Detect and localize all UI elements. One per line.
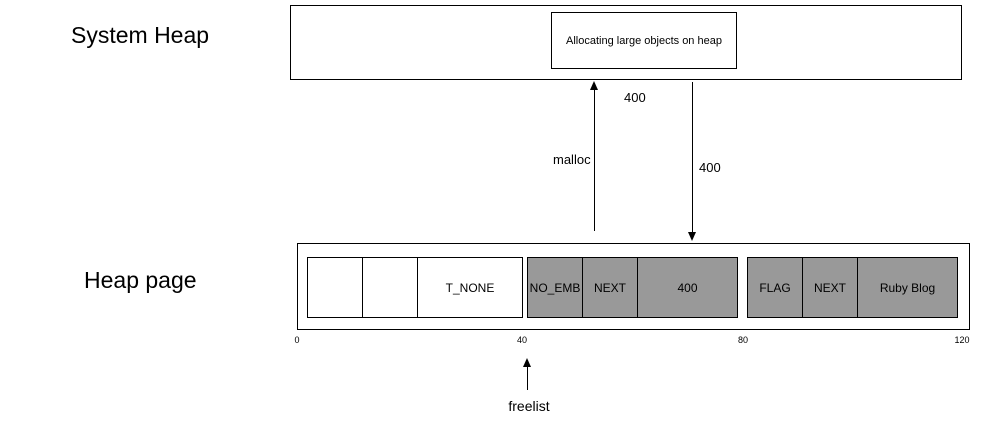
- heap-cell-next-2: NEXT: [802, 257, 858, 318]
- freelist-label: freelist: [508, 398, 550, 414]
- heap-cell-ruby-blog: Ruby Blog: [857, 257, 958, 318]
- system-heap-title: System Heap: [71, 22, 210, 48]
- heap-cell-t-none: T_NONE: [417, 257, 523, 318]
- move-arrow-line: [692, 82, 693, 233]
- heap-cell-empty-2: [362, 257, 418, 318]
- malloc-size-label: 400: [624, 90, 646, 105]
- heap-cell-flag: FLAG: [747, 257, 803, 318]
- malloc-label: malloc: [553, 152, 591, 167]
- freelist-arrow-line: [527, 364, 528, 390]
- heap-cell-no-emb: NO_EMB: [527, 257, 583, 318]
- axis-tick-120: 120: [954, 335, 970, 345]
- heap-page-title: Heap page: [84, 267, 197, 293]
- malloc-arrow-line: [594, 84, 595, 231]
- arrow-up-icon: [590, 81, 598, 90]
- heap-cell-400: 400: [637, 257, 738, 318]
- move-size-label: 400: [699, 160, 721, 175]
- allocating-annotation-box: Allocating large objects on heap: [551, 12, 737, 69]
- arrow-down-icon: [688, 232, 696, 241]
- heap-cell-next-1: NEXT: [582, 257, 638, 318]
- heap-cell-empty-1: [307, 257, 363, 318]
- axis-tick-80: 80: [737, 335, 749, 345]
- arrow-up-icon: [523, 358, 531, 367]
- axis-tick-0: 0: [294, 335, 300, 345]
- allocating-annotation-label: Allocating large objects on heap: [566, 34, 722, 47]
- axis-tick-40: 40: [516, 335, 528, 345]
